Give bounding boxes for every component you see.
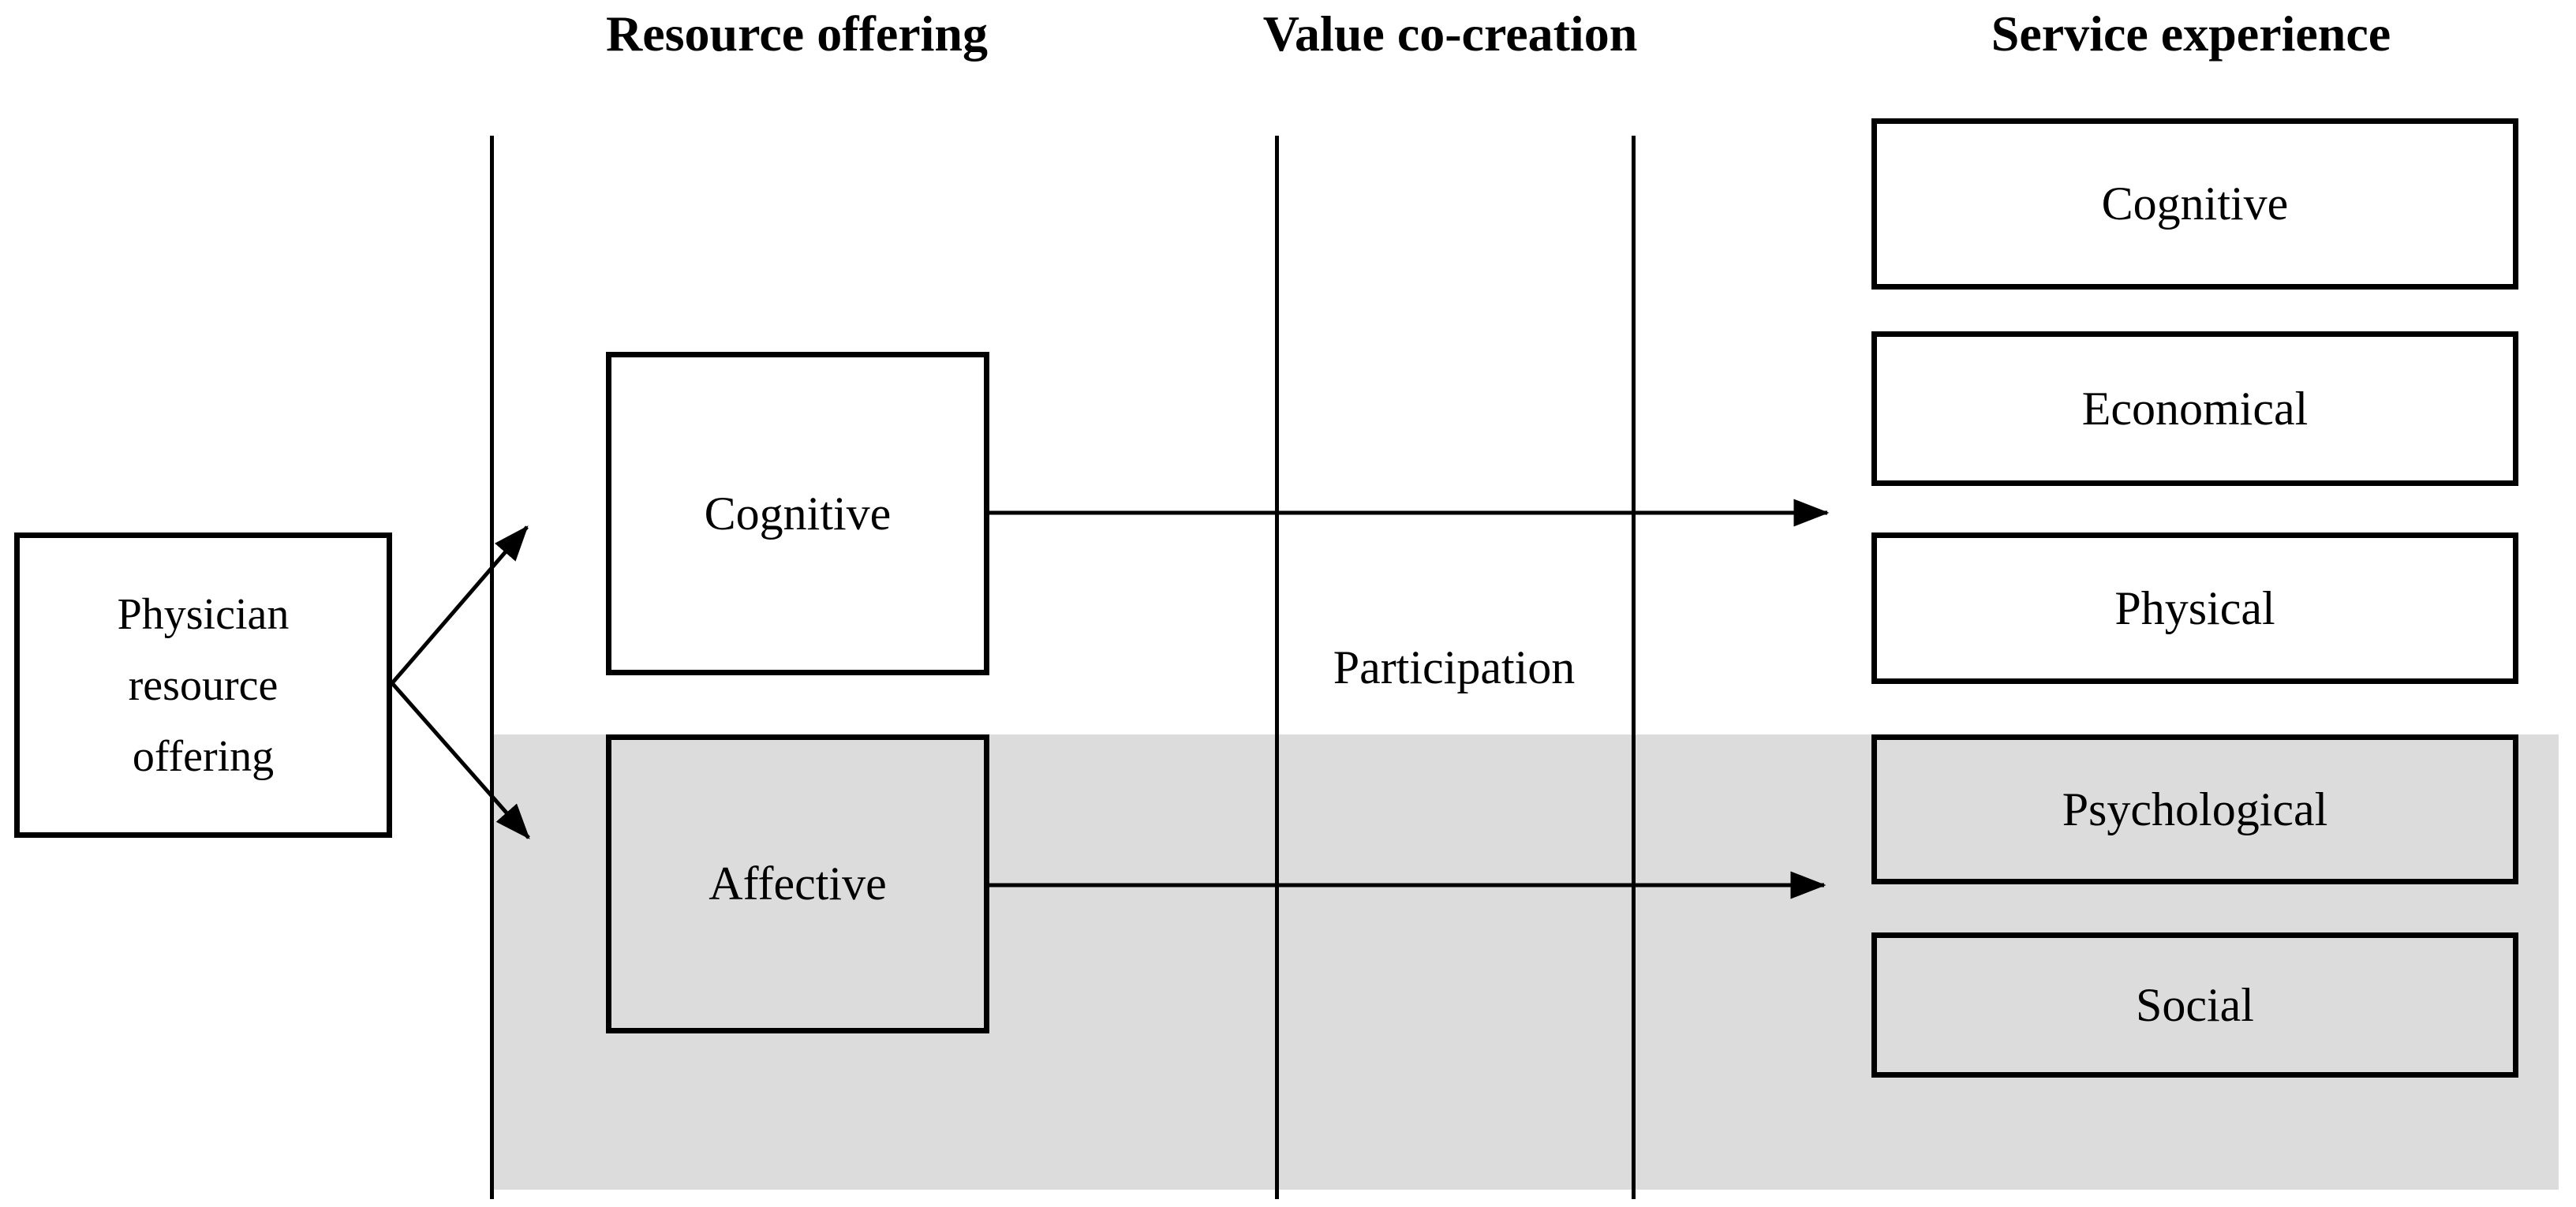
experience-box-social: Social [1871, 932, 2518, 1078]
arrow-source-to-cognitive [391, 525, 529, 685]
experience-economical-label: Economical [2081, 382, 2309, 435]
column-header-resource-offering: Resource offering [606, 6, 988, 62]
physician-resource-offering-box: Physician resource offering [14, 532, 392, 838]
experience-box-economical: Economical [1871, 331, 2518, 486]
resource-offering-box-cognitive: Cognitive [606, 352, 989, 675]
resource-offering-affective-label: Affective [708, 858, 887, 910]
column-header-value-co-creation: Value co-creation [1262, 6, 1638, 62]
physician-resource-offering-label: Physician resource offering [118, 579, 290, 792]
experience-physical-label: Physical [2114, 581, 2275, 634]
experience-cognitive-label: Cognitive [2101, 178, 2289, 230]
participation-label: Participation [1333, 641, 1576, 693]
column-divider-line-3 [1632, 136, 1636, 1199]
experience-box-psychological: Psychological [1871, 734, 2518, 884]
source-label-line-2: resource [128, 660, 279, 710]
column-divider-line-1 [490, 136, 494, 1199]
experience-social-label: Social [2136, 978, 2254, 1031]
experience-psychological-label: Psychological [2062, 783, 2328, 835]
source-label-line-1: Physician [117, 589, 290, 639]
experience-box-physical: Physical [1871, 532, 2518, 684]
source-label-line-3: offering [132, 731, 275, 781]
column-divider-line-2 [1275, 136, 1279, 1199]
column-header-service-experience: Service experience [1991, 6, 2391, 62]
experience-box-cognitive: Cognitive [1871, 118, 2518, 290]
resource-offering-cognitive-label: Cognitive [704, 487, 892, 540]
resource-offering-box-affective: Affective [606, 734, 989, 1033]
